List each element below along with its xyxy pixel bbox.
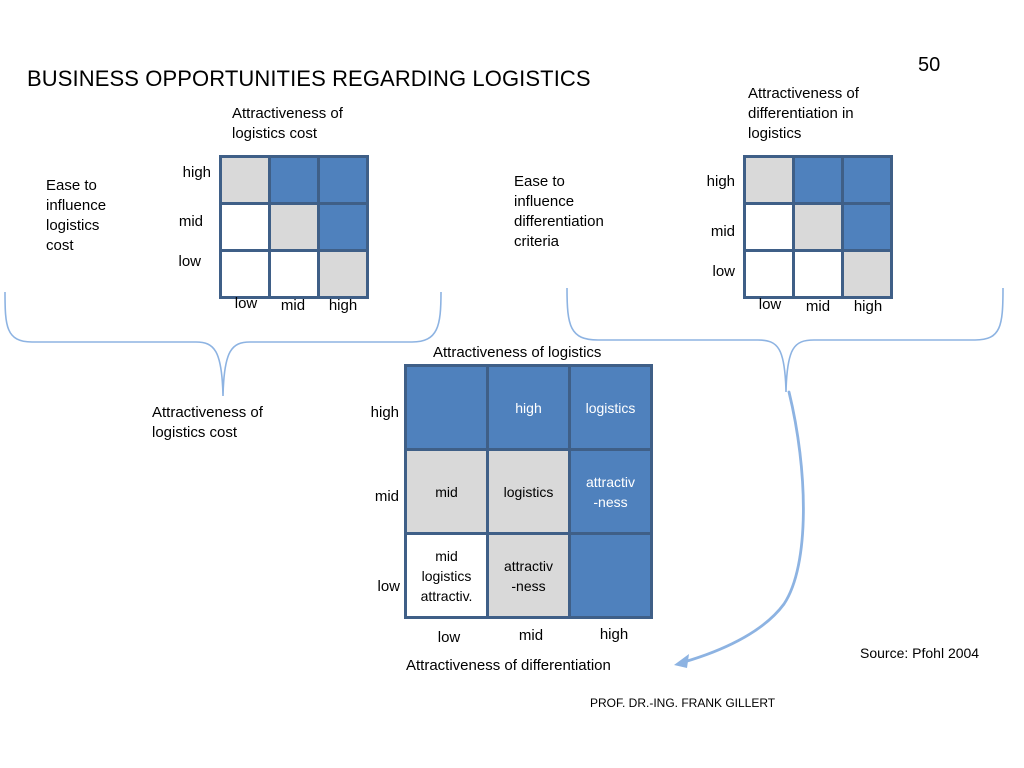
combined-matrix-cell-text: logistics xyxy=(585,399,636,416)
slide-title: BUSINESS OPPORTUNITIES REGARDING LOGISTI… xyxy=(27,66,591,91)
combined-matrix-cell-r2c2: logistics xyxy=(489,451,568,532)
combined-matrix-cell-text: high xyxy=(515,399,542,416)
combined-matrix-cell-r3c1: mid logistics attractiv. xyxy=(407,535,486,616)
combined-matrix-left-heading: Attractiveness of logistics cost xyxy=(152,404,263,441)
left-matrix-cell-r2c1 xyxy=(222,205,268,249)
left-matrix-col-label-high: high xyxy=(328,297,358,314)
left-matrix-col-label-low: low xyxy=(234,295,258,312)
right-matrix-cell-r1c2 xyxy=(795,158,841,202)
combined-matrix-cell-text: attractiv -ness xyxy=(503,557,553,594)
left-matrix-cell-r1c3 xyxy=(320,158,366,202)
combined-matrix-row-label-high: high xyxy=(370,404,399,421)
combined-matrix-col-label-low: low xyxy=(437,629,461,646)
left-matrix-col-label-mid: mid xyxy=(280,297,306,314)
page-number: 50 xyxy=(918,54,941,76)
combined-matrix-row-label-low: low xyxy=(377,578,400,595)
combined-matrix-cell-text: mid xyxy=(435,483,458,500)
left-matrix-cell-r1c2 xyxy=(271,158,317,202)
left-matrix-row-label-high: high xyxy=(182,164,211,181)
combined-matrix-cell-r1c3: logistics xyxy=(571,367,650,448)
right-matrix-row-label-mid: mid xyxy=(710,223,735,240)
left-matrix-row-heading: Ease to influence logistics cost xyxy=(46,177,107,254)
combined-matrix-col-label-high: high xyxy=(599,626,629,643)
right-matrix-cell-r3c2 xyxy=(795,252,841,296)
right-matrix-cell-r2c3 xyxy=(844,205,890,249)
right-matrix-cell-r1c3 xyxy=(844,158,890,202)
right-matrix-cell-r3c3 xyxy=(844,252,890,296)
left-brace xyxy=(4,291,442,397)
right-matrix-row-heading: Ease to influence differentiation criter… xyxy=(514,173,604,250)
combined-matrix-cell-r1c2: high xyxy=(489,367,568,448)
left-matrix-cell-r2c2 xyxy=(271,205,317,249)
right-matrix-cell-r3c1 xyxy=(746,252,792,296)
combined-matrix-cell-text: attractiv -ness xyxy=(585,473,635,510)
flow-arrow xyxy=(682,390,805,664)
left-matrix-column-heading: Attractiveness of logistics cost xyxy=(232,105,343,142)
left-matrix-row-label-mid: mid xyxy=(178,213,203,230)
right-brace xyxy=(566,287,1004,393)
left-matrix-cell-r3c3 xyxy=(320,252,366,296)
combined-matrix-row-label-mid: mid xyxy=(374,488,399,505)
right-matrix-cell-r2c2 xyxy=(795,205,841,249)
right-matrix-column-heading: Attractiveness of differentiation in log… xyxy=(748,85,859,142)
right-matrix-row-label-high: high xyxy=(706,173,735,190)
combined-matrix-bottom-heading: Attractiveness of differentiation xyxy=(406,657,611,674)
left-matrix-cell-r1c1 xyxy=(222,158,268,202)
combined-matrix-cell-r2c1: mid xyxy=(407,451,486,532)
flow-arrow-head xyxy=(674,654,689,668)
source-note: Source: Pfohl 2004 xyxy=(860,645,980,661)
left-matrix-cell-r3c1 xyxy=(222,252,268,296)
combined-matrix-cell-r3c3 xyxy=(571,535,650,616)
combined-matrix-grid: high logistics mid logistics attractiv -ness… xyxy=(404,364,653,619)
right-matrix-col-label-high: high xyxy=(853,298,883,315)
footer-author: PROF. DR.-ING. FRANK GILLERT xyxy=(590,696,776,710)
right-matrix-col-label-low: low xyxy=(758,296,782,313)
combined-matrix-cell-text: mid logistics attractiv. xyxy=(420,547,473,604)
combined-matrix-col-label-mid: mid xyxy=(518,627,544,644)
left-matrix-cell-r2c3 xyxy=(320,205,366,249)
left-matrix-cell-r3c2 xyxy=(271,252,317,296)
combined-matrix-cell-r2c3: attractiv -ness xyxy=(571,451,650,532)
combined-matrix-cell-text: logistics xyxy=(503,483,554,500)
combined-matrix-cell-r3c2: attractiv -ness xyxy=(489,535,568,616)
right-matrix-col-label-mid: mid xyxy=(805,298,831,315)
combined-matrix-cell-r1c1 xyxy=(407,367,486,448)
combined-matrix-top-heading: Attractiveness of logistics xyxy=(433,344,602,361)
left-matrix-grid xyxy=(219,155,369,299)
right-matrix-cell-r2c1 xyxy=(746,205,792,249)
left-matrix-row-label-low: low xyxy=(178,253,201,270)
right-matrix-grid xyxy=(743,155,893,299)
right-matrix-row-label-low: low xyxy=(712,263,735,280)
right-matrix-cell-r1c1 xyxy=(746,158,792,202)
